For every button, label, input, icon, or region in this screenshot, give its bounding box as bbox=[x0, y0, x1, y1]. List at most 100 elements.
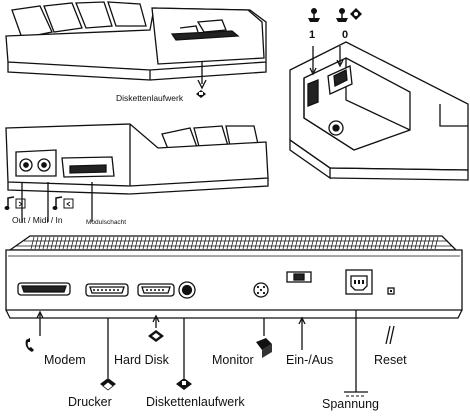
vent-rib bbox=[314, 236, 319, 250]
vent-rib bbox=[98, 236, 103, 250]
vent-rib bbox=[222, 236, 227, 250]
vent-rib bbox=[110, 236, 115, 250]
vent-rib bbox=[294, 236, 299, 250]
monitor-label: Monitor bbox=[212, 353, 254, 367]
vent-rib bbox=[82, 236, 87, 250]
module-slot-label: Modulschacht bbox=[86, 219, 127, 226]
vent-rib bbox=[182, 236, 187, 250]
power-switch-label: Ein-/Aus bbox=[286, 353, 334, 367]
vent-rib bbox=[358, 236, 363, 250]
vent-rib bbox=[130, 236, 135, 250]
vent-rib bbox=[226, 236, 231, 250]
vent-rib bbox=[30, 236, 35, 250]
vent-rib bbox=[106, 236, 111, 250]
joystick-ports-view bbox=[289, 41, 469, 181]
vent-rib bbox=[266, 236, 271, 250]
vent-rib bbox=[50, 236, 55, 250]
vent-rib bbox=[298, 236, 303, 250]
vent-rib bbox=[62, 236, 67, 250]
hard-disk-icon bbox=[148, 330, 164, 342]
rear-panel-view bbox=[5, 235, 463, 392]
vent-rib bbox=[310, 236, 315, 250]
vent-rib bbox=[70, 236, 75, 250]
vent-rib bbox=[102, 236, 107, 250]
printer-label: Drucker bbox=[68, 395, 112, 409]
vent-rib bbox=[302, 236, 307, 250]
floppy-disk-icon bbox=[196, 90, 206, 98]
vent-rib bbox=[362, 236, 367, 250]
keyboard-disk-drive-view bbox=[5, 1, 267, 90]
vent-rib bbox=[370, 236, 375, 250]
joystick-icon bbox=[336, 8, 348, 22]
vent-rib bbox=[78, 236, 83, 250]
vent-rib bbox=[230, 236, 235, 250]
midi-cartridge-view bbox=[5, 123, 269, 222]
vent-rib bbox=[234, 236, 239, 250]
vent-rib bbox=[190, 236, 195, 250]
vent-rib bbox=[202, 236, 207, 250]
vent-rib bbox=[54, 236, 59, 250]
vent-rib bbox=[254, 236, 259, 250]
vent-rib bbox=[38, 236, 43, 250]
vent-rib bbox=[46, 236, 51, 250]
vent-rib bbox=[162, 236, 167, 250]
vent-rib bbox=[166, 236, 171, 250]
vent-rib bbox=[194, 236, 199, 250]
hard-disk-label: Hard Disk bbox=[114, 353, 169, 367]
vent-rib bbox=[342, 236, 347, 250]
printer-icon bbox=[100, 378, 116, 391]
vent-rib bbox=[398, 236, 403, 250]
vent-rib bbox=[246, 236, 251, 250]
vent-rib bbox=[406, 236, 411, 250]
vent-rib bbox=[354, 236, 359, 250]
vent-rib bbox=[262, 236, 267, 250]
joystick-icon bbox=[308, 8, 320, 22]
rear-disk-drive-label: Diskettenlaufwerk bbox=[146, 395, 245, 409]
vent-rib bbox=[326, 236, 331, 250]
vent-rib bbox=[414, 236, 419, 250]
vent-rib bbox=[126, 236, 131, 250]
vent-rib bbox=[154, 236, 159, 250]
vent-rib bbox=[334, 236, 339, 250]
vent-rib bbox=[34, 236, 39, 250]
vent-rib bbox=[422, 236, 427, 250]
vent-rib bbox=[250, 236, 255, 250]
reset-label: Reset bbox=[374, 353, 407, 367]
vent-rib bbox=[198, 236, 203, 250]
vent-rib bbox=[238, 236, 243, 250]
vent-rib bbox=[418, 236, 423, 250]
vent-rib bbox=[286, 236, 291, 250]
vent-rib bbox=[306, 236, 311, 250]
vent-rib bbox=[322, 236, 327, 250]
vent-rib bbox=[394, 236, 399, 250]
vent-rib bbox=[382, 236, 387, 250]
vent-rib bbox=[258, 236, 263, 250]
vent-rib bbox=[338, 236, 343, 250]
disk-drive-label: Diskettenlaufwerk bbox=[116, 93, 184, 103]
vent-rib bbox=[350, 236, 355, 250]
vent-rib bbox=[134, 236, 139, 250]
monitor-icon bbox=[256, 338, 272, 358]
vent-rib bbox=[178, 236, 183, 250]
vent-rib bbox=[138, 236, 143, 250]
vent-rib bbox=[150, 236, 155, 250]
floppy-disk-icon bbox=[176, 378, 192, 390]
midi-ports-label: Out / Midi / In bbox=[12, 215, 63, 225]
vent-rib bbox=[290, 236, 295, 250]
phone-icon bbox=[25, 338, 34, 352]
mouse-icon bbox=[350, 8, 362, 20]
vent-rib bbox=[278, 236, 283, 250]
vent-rib bbox=[66, 236, 71, 250]
vent-rib bbox=[142, 236, 147, 250]
vent-rib bbox=[122, 236, 127, 250]
vent-rib bbox=[118, 236, 123, 250]
power-ground-icon bbox=[344, 391, 368, 397]
vent-rib bbox=[174, 236, 179, 250]
vent-rib bbox=[74, 236, 79, 250]
port-1-label: 1 bbox=[309, 29, 316, 41]
power-label: Spannung bbox=[322, 397, 380, 411]
vent-rib bbox=[346, 236, 351, 250]
vent-rib bbox=[242, 236, 247, 250]
vent-rib bbox=[42, 236, 47, 250]
